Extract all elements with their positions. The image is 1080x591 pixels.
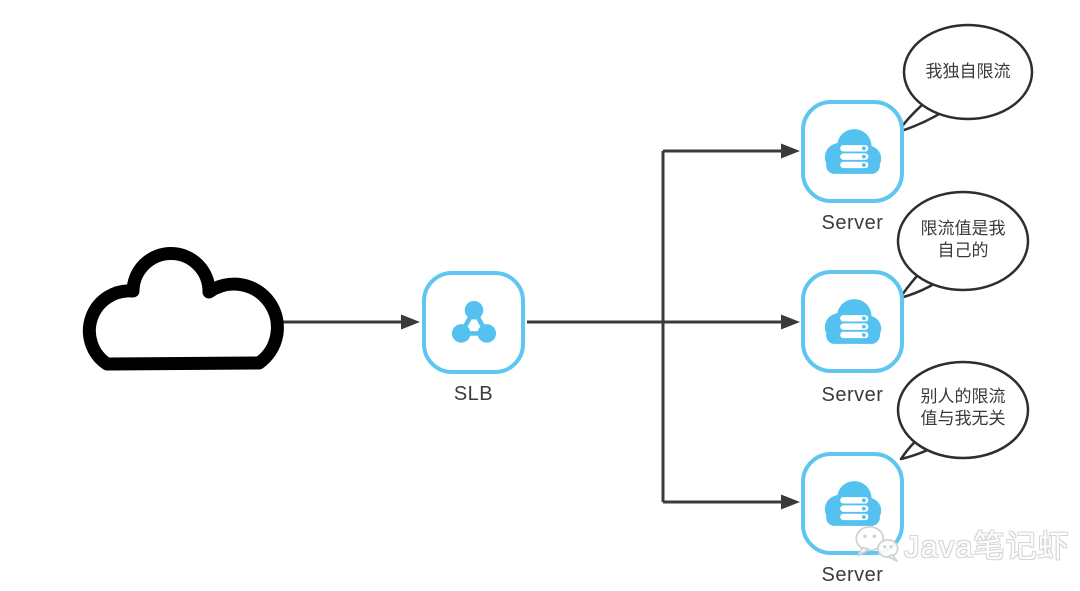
bubble-2-text: 限流值是我 自己的 bbox=[898, 218, 1028, 262]
watermark: Java笔记虾 bbox=[850, 521, 1069, 566]
arrows-slb-to-servers bbox=[527, 143, 800, 510]
server-3-label: Server bbox=[821, 564, 884, 586]
load-balancer-icon bbox=[451, 300, 496, 343]
node-slb bbox=[422, 271, 525, 374]
bubble-1-line-1: 我独自限流 bbox=[925, 62, 1011, 81]
node-server-1 bbox=[801, 100, 904, 203]
speech-bubble-1 bbox=[896, 23, 1034, 134]
arrow-cloud-to-slb bbox=[276, 314, 420, 330]
speech-bubble-3 bbox=[896, 360, 1030, 461]
slb-label: SLB bbox=[453, 383, 494, 405]
node-server-2 bbox=[801, 270, 904, 373]
cloud-server-icon bbox=[824, 299, 881, 344]
cloud-server-icon bbox=[824, 129, 881, 174]
wechat-icon bbox=[855, 525, 899, 562]
bubble-1-text: 我独自限流 bbox=[905, 61, 1031, 83]
watermark-text: Java笔记虾 bbox=[904, 529, 1070, 564]
speech-bubble-2 bbox=[896, 190, 1030, 300]
bubble-2-line-2: 自己的 bbox=[937, 241, 989, 260]
bubble-2-line-1: 限流值是我 bbox=[920, 219, 1006, 238]
bubble-3-line-2: 值与我无关 bbox=[920, 409, 1006, 428]
internet-cloud-icon bbox=[82, 247, 284, 371]
bubble-3-text: 别人的限流 值与我无关 bbox=[898, 386, 1028, 430]
server-1-label: Server bbox=[821, 212, 884, 234]
server-2-label: Server bbox=[821, 384, 884, 406]
cloud-server-icon bbox=[824, 481, 881, 526]
bubble-3-line-1: 别人的限流 bbox=[920, 387, 1006, 406]
node-server-3 bbox=[801, 452, 904, 555]
